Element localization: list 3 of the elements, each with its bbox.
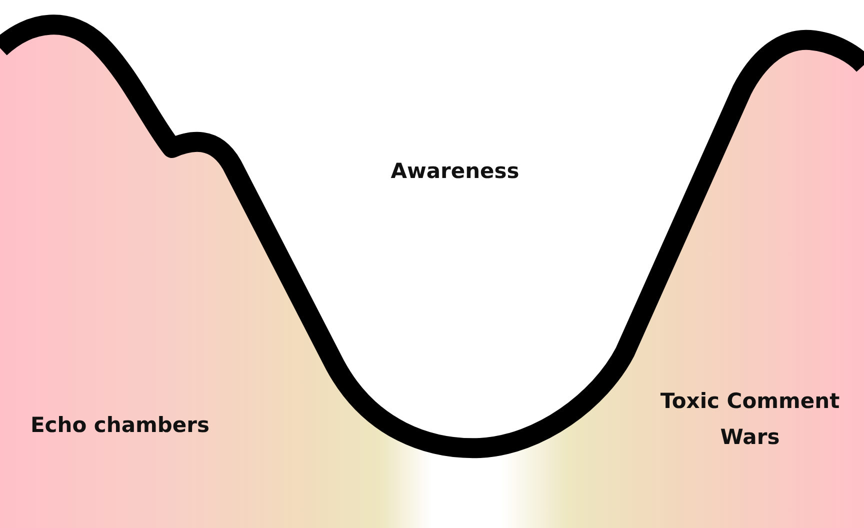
region-label: Awareness [390,158,520,185]
region-label: Toxic Comment Wars [659,388,841,451]
region-label: Echo chambers [29,412,211,439]
